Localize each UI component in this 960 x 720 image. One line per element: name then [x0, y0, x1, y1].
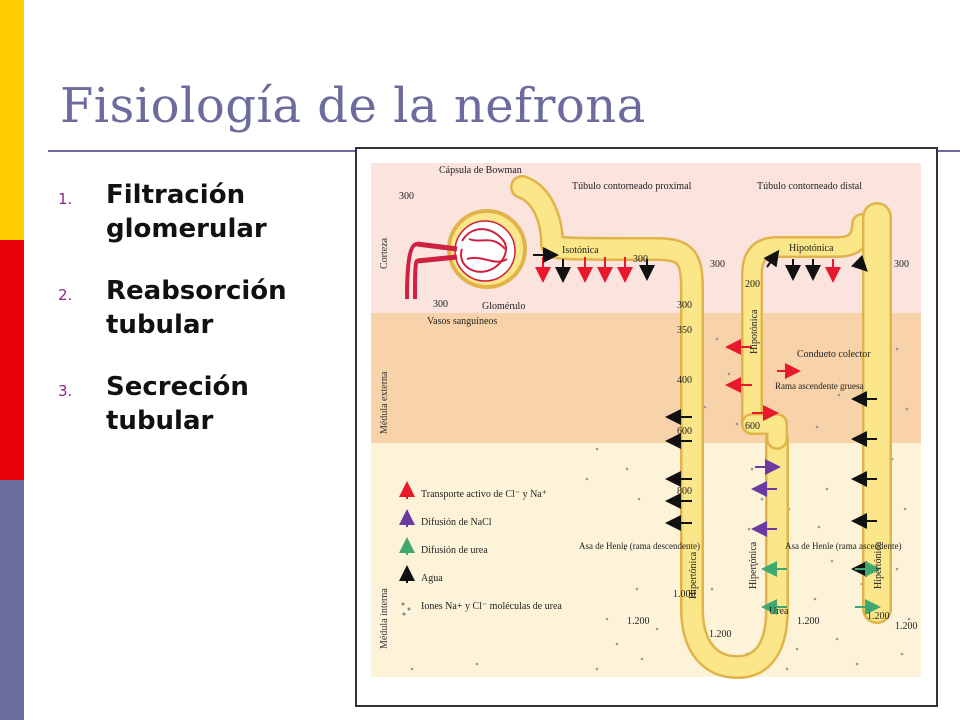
osm-300-a: 300	[399, 191, 414, 202]
label-hypertonic-asc: Hipertónica	[748, 541, 759, 589]
urea-diffusion-arrows	[761, 561, 881, 615]
osm-1000: 1.000	[673, 589, 696, 600]
osm-800: 800	[677, 486, 692, 497]
list-text: Reabsorción tubular	[106, 276, 287, 340]
osm-1200-b: 1.200	[709, 629, 732, 640]
label-urea: Urea	[769, 606, 789, 617]
osm-600-b: 600	[745, 421, 760, 432]
list-item: 3. Secreción tubular	[58, 370, 356, 438]
label-capsule: Cápsula de Bowman	[439, 165, 522, 176]
water-arrows	[533, 247, 877, 577]
nephron-tubule	[510, 175, 892, 679]
accent-bar-yellow	[0, 0, 24, 240]
osm-300-c: 300	[633, 254, 648, 265]
osm-1200-c: 1.200	[797, 616, 820, 627]
list-text: Secreción tubular	[106, 372, 249, 436]
accent-bar-blue	[0, 480, 24, 720]
accent-bar-red	[0, 240, 24, 480]
osm-300-f: 300	[677, 300, 692, 311]
inner-medulla-zone	[371, 443, 921, 677]
slide-title: Fisiología de la nefrona	[60, 78, 646, 134]
zone-label-outer: Médula externa	[379, 371, 390, 434]
legend: Transporte activo de Cl⁻ y Na⁺ Difusión …	[399, 481, 562, 616]
label-isotonic: Isotónica	[562, 245, 599, 256]
osm-300-e: 300	[894, 259, 909, 270]
nephron-figure: Corteza Médula externa Médula interna	[355, 147, 938, 707]
label-glomerulus: Glomérulo	[482, 301, 525, 312]
osm-1200-a: 1.200	[627, 616, 650, 627]
label-distal: Túbulo contorneado distal	[757, 181, 862, 192]
active-transport-arrows	[535, 257, 841, 421]
bullet-list: 1. Filtración glomerular 2. Reabsorción tu…	[58, 178, 356, 466]
osm-1200-d: 1.200	[867, 611, 890, 622]
zone-label-inner: Médula interna	[379, 588, 390, 649]
nacl-diffusion-arrows	[751, 459, 781, 537]
legend-ions: Iones Na+ y Cl⁻ moléculas de urea	[421, 601, 562, 612]
osm-400: 400	[677, 375, 692, 386]
glomerulus-graphic	[405, 209, 527, 300]
label-hypotonic-vert: Hipotónica	[749, 309, 760, 354]
osm-300-d: 300	[710, 259, 725, 270]
list-number: 3.	[58, 382, 73, 400]
zone-label-cortex: Corteza	[379, 237, 390, 269]
osm-350: 350	[677, 325, 692, 336]
label-henle-asc: Asa de Henle (rama ascendente)	[785, 541, 901, 551]
legend-active: Transporte activo de Cl⁻ y Na⁺	[421, 489, 547, 500]
osm-600-a: 600	[677, 426, 692, 437]
label-hypertonic-cd: Hipertónica	[873, 541, 884, 589]
osm-300-b: 300	[433, 299, 448, 310]
osm-1200-e: 1.200	[895, 621, 918, 632]
label-hypotonic: Hipotónica	[789, 243, 834, 254]
list-number: 1.	[58, 190, 73, 208]
list-number: 2.	[58, 286, 73, 304]
label-hypertonic-desc: Hipertónica	[688, 551, 699, 599]
label-proximal: Túbulo contorneado proximal	[572, 181, 692, 192]
legend-urea: Difusión de urea	[421, 545, 488, 556]
list-item: 1. Filtración glomerular	[58, 178, 356, 246]
legend-nacl: Difusión de NaCl	[421, 517, 492, 528]
list-text: Filtración glomerular	[106, 180, 267, 244]
label-collecting: Conducto colector	[797, 349, 871, 360]
list-item: 2. Reabsorción tubular	[58, 274, 356, 342]
osm-200: 200	[745, 279, 760, 290]
outer-medulla-zone	[371, 313, 921, 443]
legend-water: Agua	[421, 573, 443, 584]
label-vessels: Vasos sanguíneos	[427, 316, 497, 327]
label-henle-desc: Asa de Henle (rama descendente)	[579, 541, 700, 551]
label-thick-asc: Rama ascendente gruesa	[775, 381, 863, 391]
